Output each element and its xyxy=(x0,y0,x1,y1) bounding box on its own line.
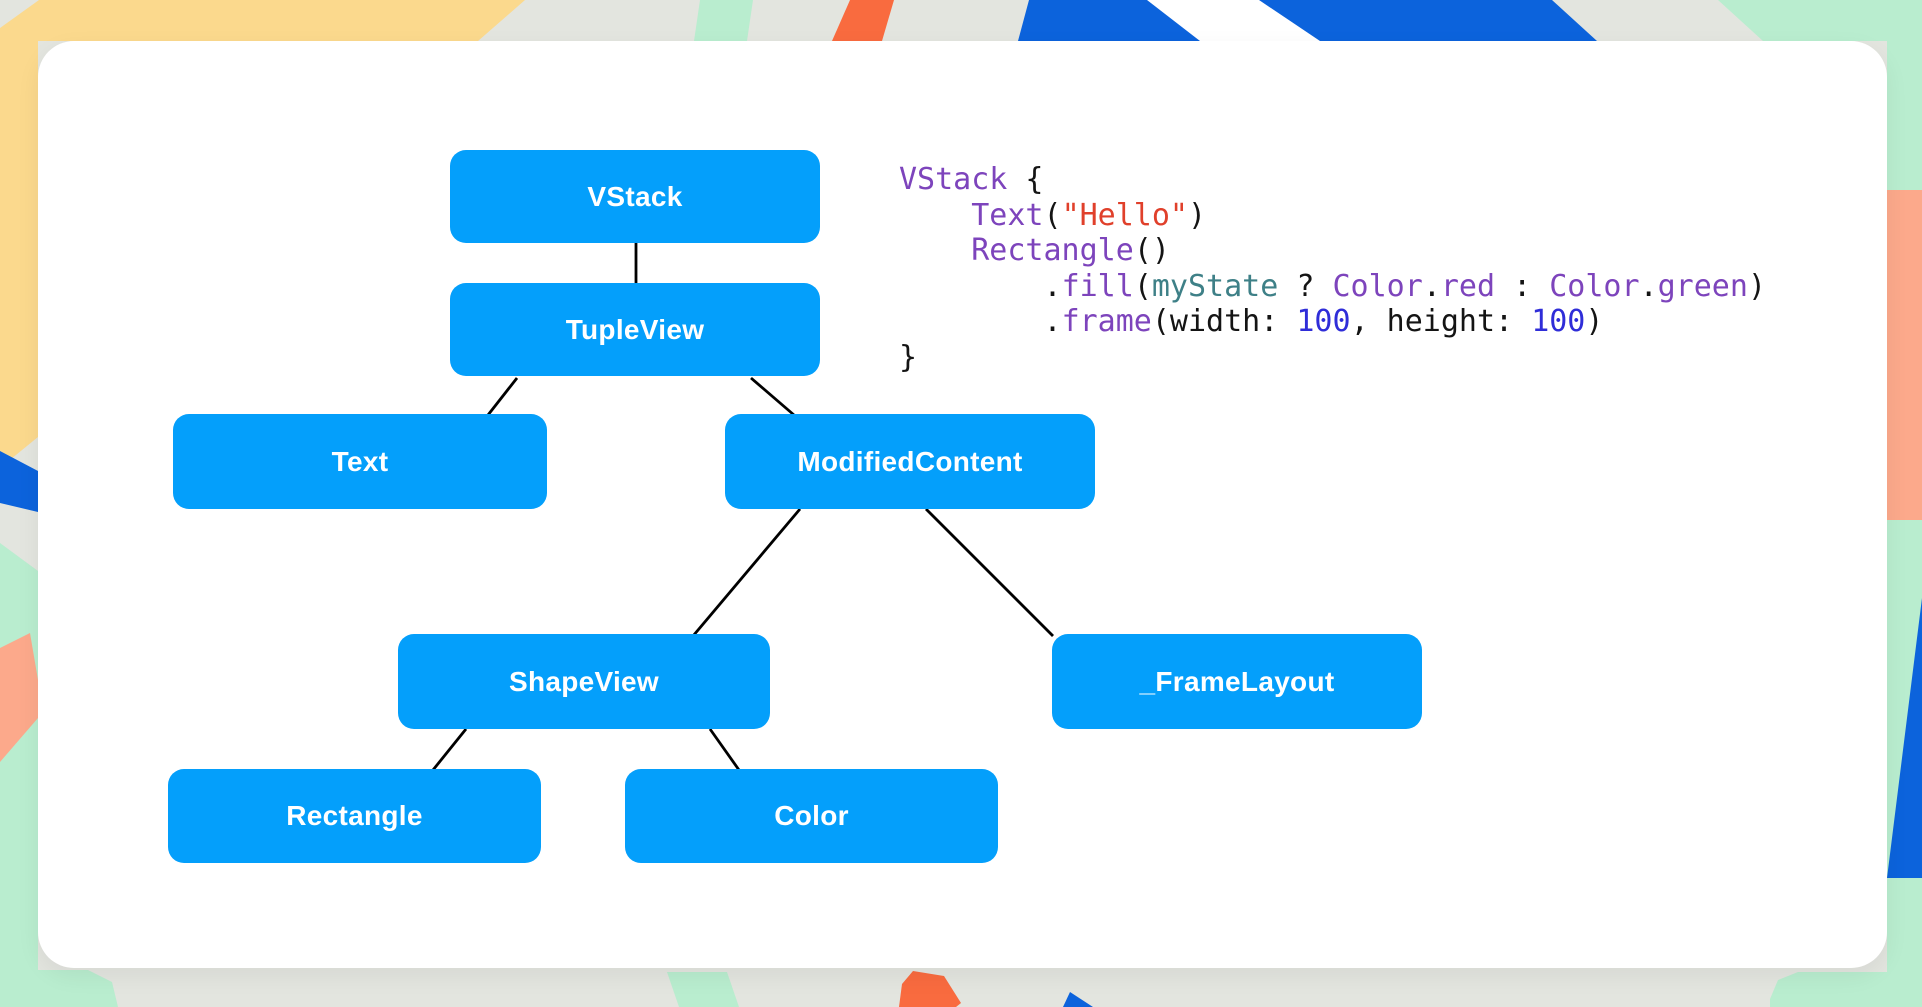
salmon-band-right-shape xyxy=(1887,190,1922,520)
tree-edge xyxy=(925,508,1054,637)
code-line: Rectangle() xyxy=(899,233,1766,269)
code-token-plain: ) xyxy=(1585,304,1604,339)
mint-corner-top-right-shape xyxy=(1718,0,1922,190)
code-token-string: "Hello" xyxy=(1061,197,1188,233)
mint-band-top-shape xyxy=(694,0,753,41)
tree-edge xyxy=(431,728,468,771)
code-token-plain: ( xyxy=(1133,268,1152,304)
swiftui-code-snippet: VStack { Text("Hello") Rectangle() .fill… xyxy=(899,162,1766,375)
code-token-plain: : xyxy=(1495,268,1550,304)
code-token-number: 100 xyxy=(1296,304,1351,339)
code-token-plain xyxy=(899,233,971,268)
tree-node-label: Color xyxy=(774,800,849,831)
code-line: Text("Hello") xyxy=(899,198,1766,234)
tree-node-label: ModifiedContent xyxy=(797,445,1023,477)
code-token-plain xyxy=(899,198,971,233)
code-token-property: myState xyxy=(1151,268,1279,304)
tree-node-tupleview: TupleView xyxy=(450,283,820,376)
blue-band-left-shape xyxy=(0,451,38,512)
white-slash-top-right-shape xyxy=(1147,0,1320,41)
tree-node-label: Rectangle xyxy=(286,800,423,831)
code-token-plain: { xyxy=(1007,162,1044,197)
code-token-plain: . xyxy=(1422,268,1441,304)
tree-edge xyxy=(708,728,741,771)
code-token-number: 100 xyxy=(1531,304,1586,339)
tree-node-label: Text xyxy=(331,445,389,477)
tree-node-modifiedcontent: ModifiedContent xyxy=(725,414,1095,509)
code-token-plain: (width: xyxy=(1151,304,1297,339)
code-token-plain: . xyxy=(1639,268,1658,304)
code-token-plain: , height: xyxy=(1350,304,1532,339)
code-token-type: Color xyxy=(1549,268,1640,304)
tree-node-vstack: VStack xyxy=(450,150,820,243)
mint-wedge-bottom-shape xyxy=(667,972,739,1007)
code-token-type: fill xyxy=(1061,268,1134,304)
code-line: .frame(width: 100, height: 100) xyxy=(899,304,1766,340)
code-token-type: red xyxy=(1440,268,1496,304)
tree-node-label: _FrameLayout xyxy=(1139,665,1335,697)
tree-node-framelayout: _FrameLayout xyxy=(1052,634,1422,729)
orange-wedge-bottom-shape xyxy=(899,971,961,1007)
tree-node-label: ShapeView xyxy=(508,665,660,697)
blue-triangle-right-shape xyxy=(1887,598,1922,878)
tree-edge xyxy=(750,376,795,417)
code-token-plain: . xyxy=(899,268,1062,304)
code-token-type: VStack xyxy=(899,162,1008,197)
tree-node-text: Text xyxy=(173,414,547,509)
tree-node-rectangle: Rectangle xyxy=(168,769,541,863)
code-token-plain: . xyxy=(899,304,1062,339)
salmon-wedge-left-shape xyxy=(0,633,38,762)
code-token-plain: ) xyxy=(1747,268,1766,304)
code-token-plain: ( xyxy=(1043,197,1062,233)
tree-node-label: VStack xyxy=(587,180,683,212)
code-token-plain: } xyxy=(899,339,918,375)
code-token-type: Text xyxy=(971,197,1044,233)
code-token-plain: ) xyxy=(1188,197,1207,233)
code-line: .fill(myState ? Color.red : Color.green) xyxy=(899,269,1766,305)
tree-node-label: TupleView xyxy=(565,313,705,345)
mint-corner-bottom-left-shape xyxy=(0,970,118,1007)
mint-corner-bottom-right-shape xyxy=(1770,972,1922,1007)
tree-node-shapeview: ShapeView xyxy=(398,634,770,729)
code-token-type: green xyxy=(1657,268,1748,304)
code-line: } xyxy=(899,340,1766,376)
code-token-type: frame xyxy=(1061,304,1152,339)
code-token-type: Rectangle xyxy=(971,233,1134,268)
tree-edge xyxy=(691,508,802,637)
code-token-plain: () xyxy=(1133,233,1170,268)
code-token-plain: ? xyxy=(1278,268,1333,304)
orange-band-top-shape xyxy=(832,0,894,41)
blue-wedge-bottom-shape xyxy=(1063,992,1093,1007)
tree-edge xyxy=(486,377,519,416)
code-token-type: Color xyxy=(1332,268,1423,304)
code-line: VStack { xyxy=(899,162,1766,198)
tree-node-color: Color xyxy=(625,769,998,863)
